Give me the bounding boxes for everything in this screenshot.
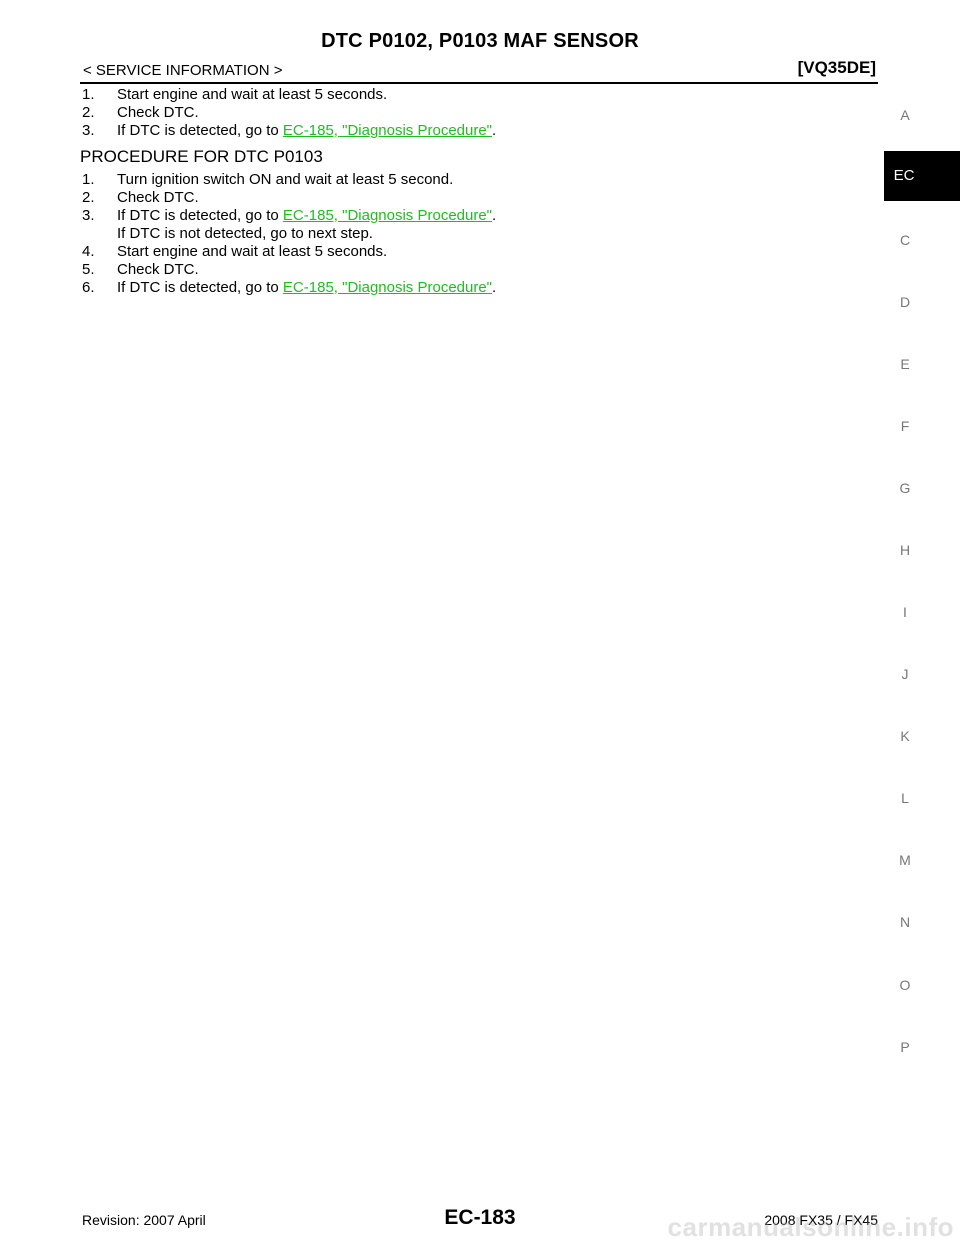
- revision-date: Revision: 2007 April: [82, 1212, 206, 1228]
- header-rule: [80, 82, 878, 84]
- step-text: If DTC is detected, go to: [117, 279, 283, 296]
- index-tab-p[interactable]: P: [900, 1039, 910, 1055]
- index-tab-k[interactable]: K: [900, 728, 910, 744]
- step-number: 1.: [82, 86, 95, 103]
- step-continuation: If DTC is not detected, go to next step.: [80, 225, 860, 243]
- index-tab-g[interactable]: G: [899, 480, 911, 496]
- procedure-steps: 1. Turn ignition switch ON and wait at le…: [80, 171, 860, 297]
- step-item: 1. Start engine and wait at least 5 secon…: [80, 86, 860, 104]
- step-item: 1. Turn ignition switch ON and wait at le…: [80, 171, 860, 189]
- step-text: Turn ignition switch ON and wait at leas…: [117, 171, 454, 188]
- step-text: Check DTC.: [117, 104, 199, 121]
- breadcrumb: < SERVICE INFORMATION >: [83, 62, 283, 79]
- page-number: EC-183: [444, 1206, 516, 1229]
- section-heading: PROCEDURE FOR DTC P0103: [80, 147, 323, 166]
- step-text: Start engine and wait at least 5 seconds…: [117, 86, 388, 103]
- index-tab-d[interactable]: D: [899, 294, 911, 310]
- index-tab-f[interactable]: F: [900, 418, 910, 434]
- step-text: If DTC is detected, go to: [117, 207, 283, 224]
- vehicle-model: 2008 FX35 / FX45: [764, 1212, 878, 1228]
- section-index-sidebar: A EC C D E F G H I J K L M N O P: [884, 0, 960, 1242]
- index-tab-a[interactable]: A: [900, 107, 910, 123]
- index-tab-e[interactable]: E: [900, 356, 910, 372]
- index-tab-j[interactable]: J: [901, 666, 909, 682]
- page-title: DTC P0102, P0103 MAF SENSOR: [321, 30, 639, 52]
- step-number: 2.: [82, 104, 95, 121]
- site-watermark: carmanualsonline.info: [667, 1212, 954, 1242]
- index-tab-m[interactable]: M: [899, 852, 911, 868]
- index-tab-ec-active[interactable]: EC: [884, 151, 960, 201]
- step-item: 4. Start engine and wait at least 5 secon…: [80, 243, 860, 261]
- index-tab-i[interactable]: I: [903, 604, 907, 620]
- step-text: Start engine and wait at least 5 seconds…: [117, 243, 388, 260]
- step-item: 2. Check DTC.: [80, 104, 860, 122]
- step-item: 3. If DTC is detected, go to EC-185, "Dia…: [80, 122, 860, 140]
- content-block: 1. Start engine and wait at least 5 secon…: [80, 86, 860, 297]
- diagnosis-procedure-link[interactable]: EC-185, "Diagnosis Procedure": [282, 207, 493, 224]
- diagnosis-procedure-link[interactable]: EC-185, "Diagnosis Procedure": [282, 279, 493, 296]
- step-tail: .: [492, 207, 497, 224]
- index-tab-l[interactable]: L: [901, 790, 909, 806]
- step-number: 2.: [82, 189, 95, 206]
- step-text: Check DTC.: [117, 261, 199, 278]
- step-text: If DTC is detected, go to: [117, 122, 283, 139]
- index-tab-o[interactable]: O: [899, 977, 911, 993]
- intro-steps: 1. Start engine and wait at least 5 secon…: [80, 86, 860, 140]
- step-tail: .: [492, 279, 497, 296]
- step-item: 2. Check DTC.: [80, 189, 860, 207]
- step-number: 3.: [82, 207, 95, 224]
- step-tail: .: [492, 122, 497, 139]
- index-tab-label: EC: [893, 167, 915, 184]
- step-text: If DTC is not detected, go to next step.: [117, 225, 373, 242]
- index-tab-c[interactable]: C: [899, 232, 911, 248]
- step-item: 5. Check DTC.: [80, 261, 860, 279]
- step-number: 6.: [82, 279, 95, 296]
- step-item: 6. If DTC is detected, go to EC-185, "Dia…: [80, 279, 860, 297]
- step-number: 3.: [82, 122, 95, 139]
- engine-code: [VQ35DE]: [797, 58, 876, 77]
- index-tab-n[interactable]: N: [899, 914, 911, 930]
- diagnosis-procedure-link[interactable]: EC-185, "Diagnosis Procedure": [282, 122, 493, 139]
- step-number: 4.: [82, 243, 95, 260]
- step-number: 5.: [82, 261, 95, 278]
- step-text: Check DTC.: [117, 189, 199, 206]
- step-item: 3. If DTC is detected, go to EC-185, "Dia…: [80, 207, 860, 225]
- step-number: 1.: [82, 171, 95, 188]
- index-tab-h[interactable]: H: [899, 542, 911, 558]
